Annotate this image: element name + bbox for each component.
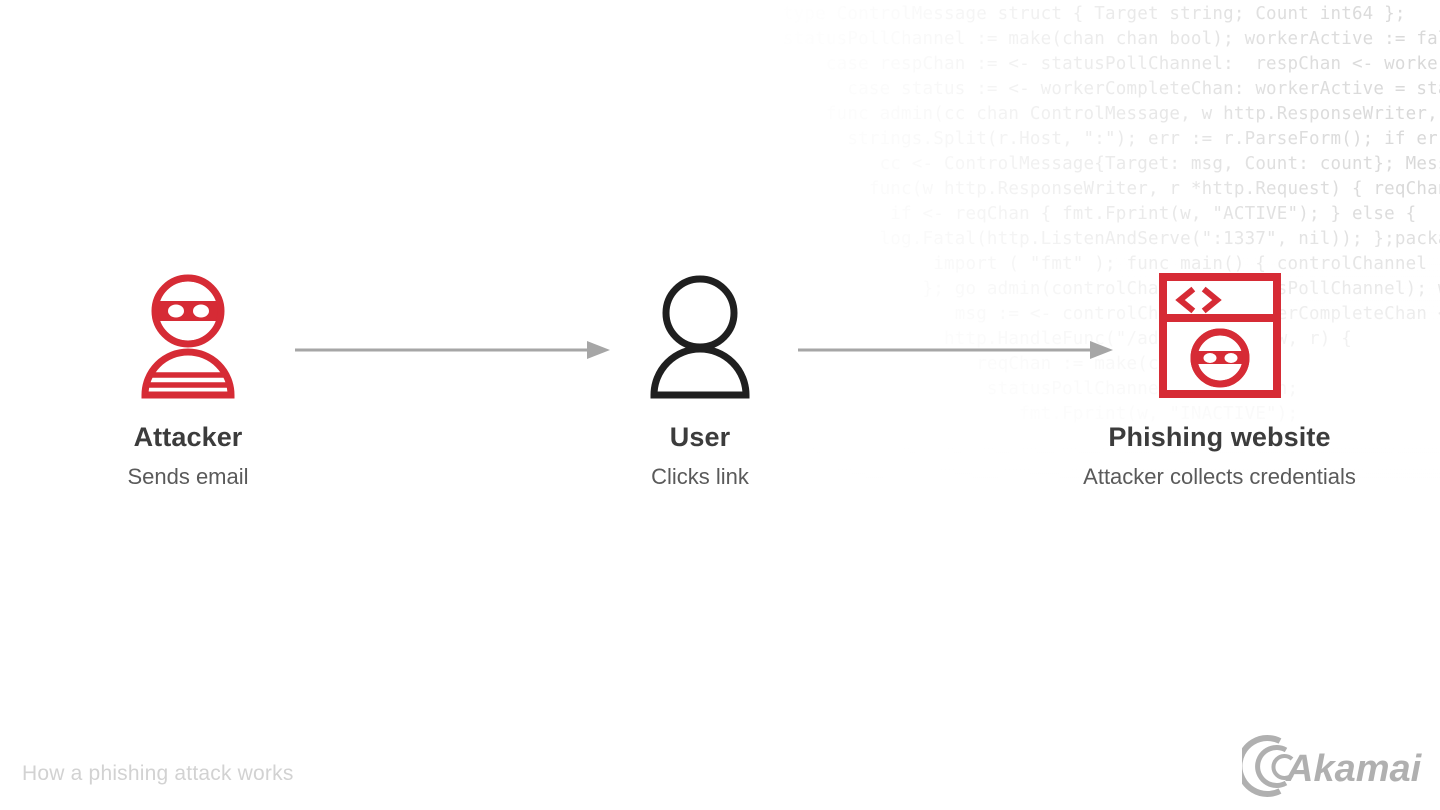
flow-node-attacker: Attacker Sends email: [58, 270, 318, 492]
arrow-attacker-to-user: [295, 338, 610, 362]
node-subtitle-phishing-website: Attacker collects credentials: [1083, 464, 1356, 489]
node-subtitle-user: Clicks link: [651, 464, 749, 489]
node-title-phishing-website: Phishing website: [1108, 422, 1331, 452]
background-code-line: log.Fatal(http.ListenAndServe(":1337", n…: [740, 229, 1440, 249]
akamai-wordmark: Akamai: [1285, 748, 1422, 790]
background-code-line: case respChan := <- statusPollChannel: r…: [825, 54, 1440, 74]
akamai-logo: Akamai: [1236, 735, 1423, 797]
node-subtitle-attacker: Sends email: [127, 464, 249, 489]
phishing-browser-window-icon: [1158, 272, 1281, 398]
phishing-flow-diagram: Attacker Sends email User Clicks link: [0, 270, 1440, 550]
background-code-line: func admin(cc chan ControlMessage, w htt…: [825, 104, 1438, 124]
page-caption: How a phishing attack works: [22, 762, 294, 785]
masked-attacker-icon: [141, 271, 235, 399]
background-code-line: func(w http.ResponseWriter, r *http.Requ…: [740, 179, 1440, 199]
node-title-attacker: Attacker: [133, 422, 243, 452]
background-code-line: type ControlMessage struct { Target stri…: [740, 4, 1406, 24]
person-icon: [650, 275, 750, 399]
arrow-user-to-site: [798, 338, 1113, 362]
background-code-line: statusPollChannel := make(chan chan bool…: [740, 29, 1440, 49]
background-code-line: if <- reqChan { fmt.Fprint(w, "ACTIVE");…: [740, 204, 1417, 224]
flow-node-user: User Clicks link: [570, 270, 830, 492]
background-code-line: strings.Split(r.Host, ":"); err := r.Par…: [847, 129, 1440, 149]
node-title-user: User: [669, 422, 731, 452]
attacker-icon-wrap: [58, 270, 318, 400]
background-code-line: case status := <- workerCompleteChan: wo…: [740, 79, 1440, 99]
flow-node-phishing-website: Phishing website Attacker collects crede…: [1062, 270, 1377, 492]
phishing-icon-wrap: [1062, 270, 1377, 400]
user-icon-wrap: [570, 270, 830, 400]
background-code-line: cc <- ControlMessage{Target: msg, Count:…: [879, 154, 1440, 174]
